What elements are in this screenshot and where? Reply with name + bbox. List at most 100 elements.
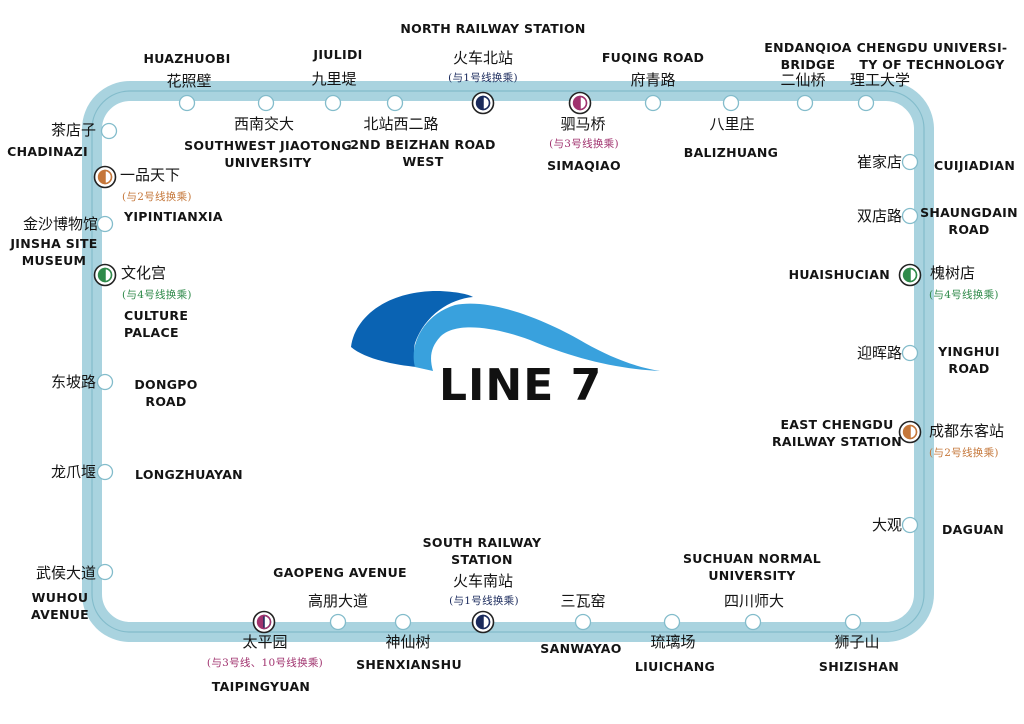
station-cn-taipingyuan: 太平园 xyxy=(242,633,288,651)
station-cn-cuijiadian: 崔家店 xyxy=(856,153,902,171)
station-dot xyxy=(574,613,592,631)
station-en-gaopengdadao: GAOPENG AVENUE xyxy=(273,565,407,580)
transfer-note-simaqiao: (与3号线换乘) xyxy=(549,138,619,150)
station-en-yipintianxia: YIPINTIANXIA xyxy=(124,209,223,224)
station-dot xyxy=(394,613,412,631)
station-dot xyxy=(663,613,681,631)
transfer-line1-icon xyxy=(471,610,495,634)
station-cn-gaopengdadao: 高朋大道 xyxy=(307,592,369,610)
station-en-longzhuayan: LONGZHUAYAN xyxy=(135,467,243,482)
transfer-line3-icon xyxy=(568,91,592,115)
station-cn-huochebeizhan: 火车北站 xyxy=(452,49,514,67)
station-cn-huochenanzhan: 火车南站 xyxy=(452,572,514,590)
station-dot xyxy=(901,344,919,362)
station-dot xyxy=(178,94,196,112)
station-en-erxianqiao: ENDANQIOA BRIDGE xyxy=(764,40,852,72)
logo-wave-light xyxy=(413,303,660,371)
station-cn-huazhaobi: 花照壁 xyxy=(166,72,212,90)
station-cn-liulichang: 琉璃场 xyxy=(650,633,696,651)
station-en-chengdudongkezhan: EAST CHENGDU RAILWAY STATION xyxy=(771,417,903,449)
station-en-jinshabowuguan: JINSHA SITE MUSEUM xyxy=(10,236,98,268)
transfer-line4-icon xyxy=(898,263,922,287)
station-dot xyxy=(901,516,919,534)
station-cn-sichuanshida: 四川师大 xyxy=(723,592,785,610)
station-en-liulichang: LIUICHANG xyxy=(634,659,716,674)
station-en-simaqiao: SIMAQIAO xyxy=(547,158,621,173)
station-cn-jiulidi: 九里堤 xyxy=(311,70,357,88)
station-cn-dongpolu: 东坡路 xyxy=(50,373,96,391)
station-cn-chadianzi: 茶店子 xyxy=(50,121,96,139)
station-cn-longzhuayan: 龙爪堰 xyxy=(50,463,96,481)
station-en-sichuanshida: SUCHUAN NORMAL UNIVERSITY xyxy=(682,551,822,583)
transfer-note-huochenanzhan: (与1号线换乘) xyxy=(449,595,519,607)
transfer-line3-10-icon xyxy=(252,610,276,634)
station-cn-ligongdaxue: 理工大学 xyxy=(849,71,911,89)
transfer-line4-icon xyxy=(93,263,117,287)
station-dot xyxy=(324,94,342,112)
station-en-yinghuilu: YINGHUI ROAD xyxy=(938,344,1000,376)
station-en-fuqinglu: FUQING ROAD xyxy=(601,50,705,65)
station-markers xyxy=(93,91,922,634)
transfer-line2-icon xyxy=(93,165,117,189)
station-dot xyxy=(796,94,814,112)
station-en-balizhuang: BALIZHUANG xyxy=(683,145,779,160)
transfer-line1-icon xyxy=(471,91,495,115)
station-dot xyxy=(901,153,919,171)
station-dot xyxy=(901,207,919,225)
transfer-line2-icon xyxy=(898,420,922,444)
transfer-note-wenhuagong: (与4号线换乘) xyxy=(122,289,192,301)
station-cn-huaishudian: 槐树店 xyxy=(930,264,976,282)
station-cn-balizhuang: 八里庄 xyxy=(709,115,755,133)
station-dot xyxy=(722,94,740,112)
station-cn-wuhoudadao: 武侯大道 xyxy=(35,564,96,582)
station-dot xyxy=(857,94,875,112)
station-dot xyxy=(96,215,114,233)
station-en-cuijiadian: CUIJIADIAN xyxy=(934,158,1016,173)
station-cn-shizishan: 狮子山 xyxy=(834,633,880,651)
station-en-huaishudian: HUAISHUCIAN xyxy=(788,267,890,282)
line-title: LINE 7 xyxy=(439,360,603,411)
station-en-daguan: DAGUAN xyxy=(942,522,1005,537)
station-cn-beizhanxierlu: 北站西二路 xyxy=(363,115,439,133)
station-cn-sanwayao: 三瓦窑 xyxy=(560,592,606,610)
transfer-note-huochebeizhan: (与1号线换乘) xyxy=(448,72,518,84)
station-en-wenhuagong: CULTURE PALACE xyxy=(124,308,189,340)
station-en-taipingyuan: TAIPINGYUAN xyxy=(211,679,311,694)
station-en-sanwayao: SANWAYAO xyxy=(540,641,622,656)
station-cn-yipintianxia: 一品天下 xyxy=(120,166,181,184)
station-en-shenxianshu: SHENXIANSHU xyxy=(356,657,462,672)
station-cn-yinghuilu: 迎晖路 xyxy=(856,344,902,362)
station-cn-erxianqiao: 二仙桥 xyxy=(780,71,826,89)
station-dot xyxy=(96,563,114,581)
transfer-note-yipintianxia: (与2号线换乘) xyxy=(122,191,192,203)
station-en-huochenanzhan: SOUTH RAILWAY STATION xyxy=(422,535,542,567)
station-dot xyxy=(386,94,404,112)
station-dot xyxy=(96,373,114,391)
transfer-note-huaishudian: (与4号线换乘) xyxy=(929,289,999,301)
station-cn-shenxianshu: 神仙树 xyxy=(385,633,431,651)
station-dot xyxy=(96,463,114,481)
transfer-note-chengdudongkezhan: (与2号线换乘) xyxy=(929,447,999,459)
station-cn-shuangdianlu: 双店路 xyxy=(856,207,902,225)
station-cn-chengdudongkezhan: 成都东客站 xyxy=(929,422,1005,440)
station-dot xyxy=(644,94,662,112)
station-en-dongpolu: DONGPO ROAD xyxy=(134,377,198,409)
station-en-ligongdaxue: CHENGDU UNIVERSI- TY OF TECHNOLOGY xyxy=(856,40,1008,72)
station-en-shizishan: SHIZISHAN xyxy=(818,659,900,674)
station-cn-xinanjiaoda: 西南交大 xyxy=(233,115,295,133)
station-en-xinanjiaoda: SOUTHWEST JIAOTONG UNIVERSITY xyxy=(184,138,352,170)
station-cn-daguan: 大观 xyxy=(871,516,902,534)
station-dot xyxy=(100,122,118,140)
station-cn-wenhuagong: 文化宫 xyxy=(121,264,167,282)
logo-wave-dark xyxy=(351,290,473,367)
station-en-beizhanxierlu: 2ND BEIZHAN ROAD WEST xyxy=(350,137,496,169)
station-dot xyxy=(844,613,862,631)
station-cn-jinshabowuguan: 金沙博物馆 xyxy=(22,215,98,233)
station-en-wuhoudadao: WUHOU AVENUE xyxy=(31,590,89,622)
station-dot xyxy=(329,613,347,631)
station-en-jiulidi: JIULIDI xyxy=(313,47,363,62)
station-cn-fuqinglu: 府青路 xyxy=(630,71,676,89)
station-en-shuangdianlu: SHAUNGDAIN ROAD xyxy=(920,205,1018,237)
station-en-huochebeizhan: NORTH RAILWAY STATION xyxy=(400,21,586,36)
transfer-note-taipingyuan: (与3号线、10号线换乘) xyxy=(206,657,324,669)
